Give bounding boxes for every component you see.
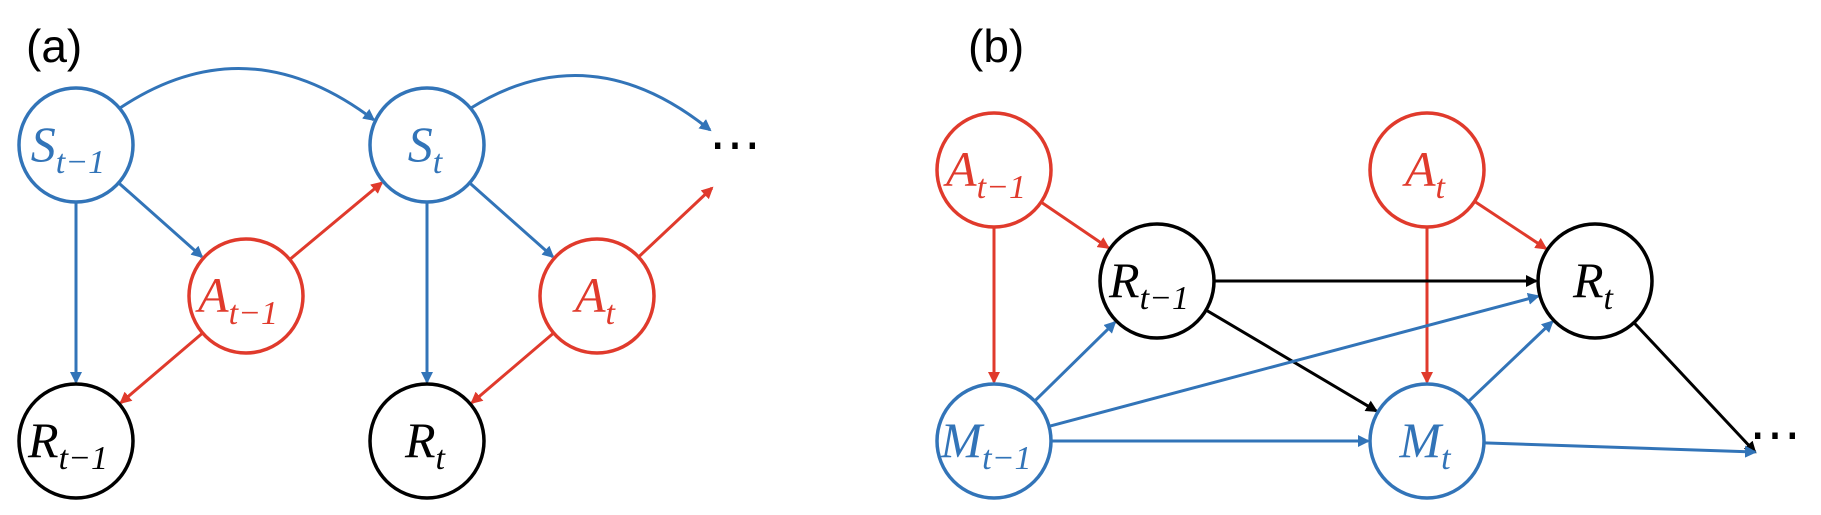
node-subscript: t−1: [982, 440, 1031, 477]
node-subscript: t−1: [59, 440, 108, 477]
node-variable: A: [943, 141, 977, 197]
node-b-A-t: At: [1368, 111, 1486, 229]
node-label: At−1: [195, 267, 278, 332]
edge-b-M-t-to-b-R-t: [1467, 320, 1554, 403]
node-variable: M: [939, 412, 984, 468]
node-label: Rt: [404, 412, 447, 477]
node-b-M-prev: Mt−1: [935, 382, 1053, 500]
edge-a-A-prev-to-a-S-t: [288, 181, 384, 261]
edge-a-S-prev-to-a-S-t: [118, 67, 376, 121]
node-circle: [1098, 222, 1216, 340]
node-circle: [538, 237, 656, 355]
edge-a-S-t-to-a-more: [469, 74, 712, 132]
edge-a-S-prev-to-a-A-prev: [117, 181, 204, 259]
node-circle: [187, 237, 305, 355]
edges-layer: [70, 67, 1757, 458]
node-variable: R: [1572, 252, 1604, 308]
node-label: St−1: [31, 116, 105, 181]
continuation-ellipsis-a: ⋯: [709, 117, 761, 174]
node-label: St: [408, 116, 444, 181]
node-a-A-t: At: [538, 237, 656, 355]
node-subscript: t: [606, 295, 617, 332]
node-label: Rt−1: [1108, 252, 1189, 317]
node-circle: [17, 86, 135, 204]
edge-a-A-t-to-a-R-t: [470, 331, 555, 405]
node-circle: [17, 382, 135, 500]
node-circle: [935, 382, 1053, 500]
node-subscript: t: [1604, 280, 1615, 317]
node-circle: [368, 86, 486, 204]
node-subscript: t−1: [56, 144, 105, 181]
node-label: At−1: [943, 141, 1026, 206]
node-variable: R: [404, 412, 436, 468]
node-variable: M: [1398, 412, 1443, 468]
node-label: At: [1402, 141, 1447, 206]
edge-b-M-prev-to-b-R-prev: [1033, 320, 1117, 403]
node-subscript: t−1: [229, 295, 278, 332]
node-variable: S: [408, 116, 433, 172]
node-a-A-prev: At−1: [187, 237, 305, 355]
edge-a-A-prev-to-a-R-prev: [119, 331, 204, 405]
edge-b-R-t-to-b-more: [1632, 321, 1757, 454]
continuation-ellipsis-b: ⋯: [1749, 407, 1801, 464]
node-variable: A: [1402, 141, 1436, 197]
node-circle: [1536, 222, 1654, 340]
edge-b-A-prev-to-b-R-prev: [1040, 200, 1110, 250]
node-variable: A: [572, 267, 606, 323]
edge-b-M-t-to-b-more: [1483, 441, 1757, 458]
node-label: At: [572, 267, 617, 332]
node-a-S-prev: St−1: [17, 86, 135, 204]
node-subscript: t: [1441, 440, 1452, 477]
node-label: Rt−1: [27, 412, 108, 477]
panel-label-b: (b): [968, 20, 1024, 72]
node-subscript: t: [1436, 169, 1447, 206]
node-label: Mt−1: [939, 412, 1031, 477]
node-label: Rt: [1572, 252, 1615, 317]
node-circle: [368, 382, 486, 500]
node-a-S-t: St: [368, 86, 486, 204]
node-subscript: t: [436, 440, 447, 477]
node-variable: S: [31, 116, 56, 172]
node-subscript: t−1: [977, 169, 1026, 206]
node-variable: R: [27, 412, 59, 468]
panel-label-a: (a): [26, 20, 82, 72]
node-a-R-prev: Rt−1: [17, 382, 135, 500]
node-label: Mt: [1398, 412, 1452, 477]
continuation-layer: ⋯⋯: [709, 117, 1801, 464]
edge-a-S-t-to-a-A-t: [468, 181, 555, 259]
node-variable: R: [1108, 252, 1140, 308]
node-circle: [1368, 382, 1486, 500]
node-circle: [1368, 111, 1486, 229]
edge-b-M-prev-to-b-R-t: [1048, 292, 1540, 428]
node-b-A-prev: At−1: [935, 111, 1053, 229]
node-circle: [935, 111, 1053, 229]
node-subscript: t−1: [1140, 280, 1189, 317]
node-variable: A: [195, 267, 229, 323]
edge-a-A-t-to-a-more: [637, 186, 714, 259]
node-subscript: t: [433, 144, 444, 181]
node-b-R-t: Rt: [1536, 222, 1654, 340]
node-b-R-prev: Rt−1: [1098, 222, 1216, 340]
node-a-R-t: Rt: [368, 382, 486, 500]
node-b-M-t: Mt: [1368, 382, 1486, 500]
edge-b-A-t-to-b-R-t: [1473, 200, 1548, 250]
